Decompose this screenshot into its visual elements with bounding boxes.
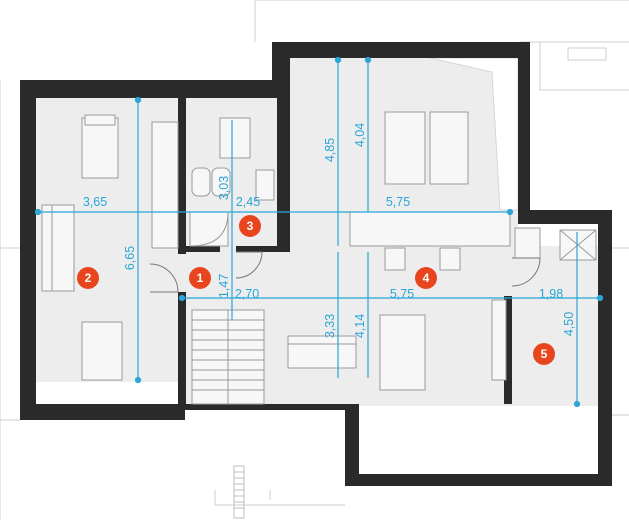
- dim-label: 4,50: [562, 312, 576, 336]
- room-badge-2: 2: [77, 267, 99, 289]
- room-badge-4: 4: [415, 267, 437, 289]
- walls: [20, 42, 612, 486]
- dimension-labels: 3,65 2,45 5,75 2,70 5,75 1,98 6,65 3,03 …: [83, 123, 576, 338]
- dim-label: 5,75: [386, 195, 410, 209]
- room-badge-1: 1: [189, 267, 211, 289]
- room-number: 4: [423, 271, 430, 285]
- stair-treads: [192, 229, 597, 404]
- dim-label: 2,70: [235, 287, 259, 301]
- dimension-lines: [34, 56, 604, 408]
- room-badge-3: 3: [239, 215, 261, 237]
- room-number: 3: [247, 219, 254, 233]
- room-number: 2: [85, 271, 92, 285]
- dim-label: 1,47: [217, 274, 231, 298]
- dim-label: 4,14: [353, 314, 367, 338]
- doors: [149, 251, 541, 293]
- dim-label: 3,65: [83, 195, 107, 209]
- chimney: [233, 465, 245, 519]
- dim-label: 6,65: [123, 246, 137, 270]
- dim-label: 4,85: [323, 138, 337, 162]
- dim-label: 5,75: [390, 287, 414, 301]
- room-badge-5: 5: [533, 343, 555, 365]
- lower-void: [345, 408, 608, 474]
- dim-label: 3,33: [323, 314, 337, 338]
- room-number: 1: [197, 271, 204, 285]
- dim-label: 1,98: [539, 287, 563, 301]
- room-badges: 1 2 3 4 5: [77, 215, 555, 365]
- dim-label: 2,45: [236, 195, 260, 209]
- room-number: 5: [541, 347, 548, 361]
- furniture: [41, 111, 597, 405]
- dim-label: 3,03: [217, 176, 231, 200]
- dim-label: 4,04: [353, 123, 367, 147]
